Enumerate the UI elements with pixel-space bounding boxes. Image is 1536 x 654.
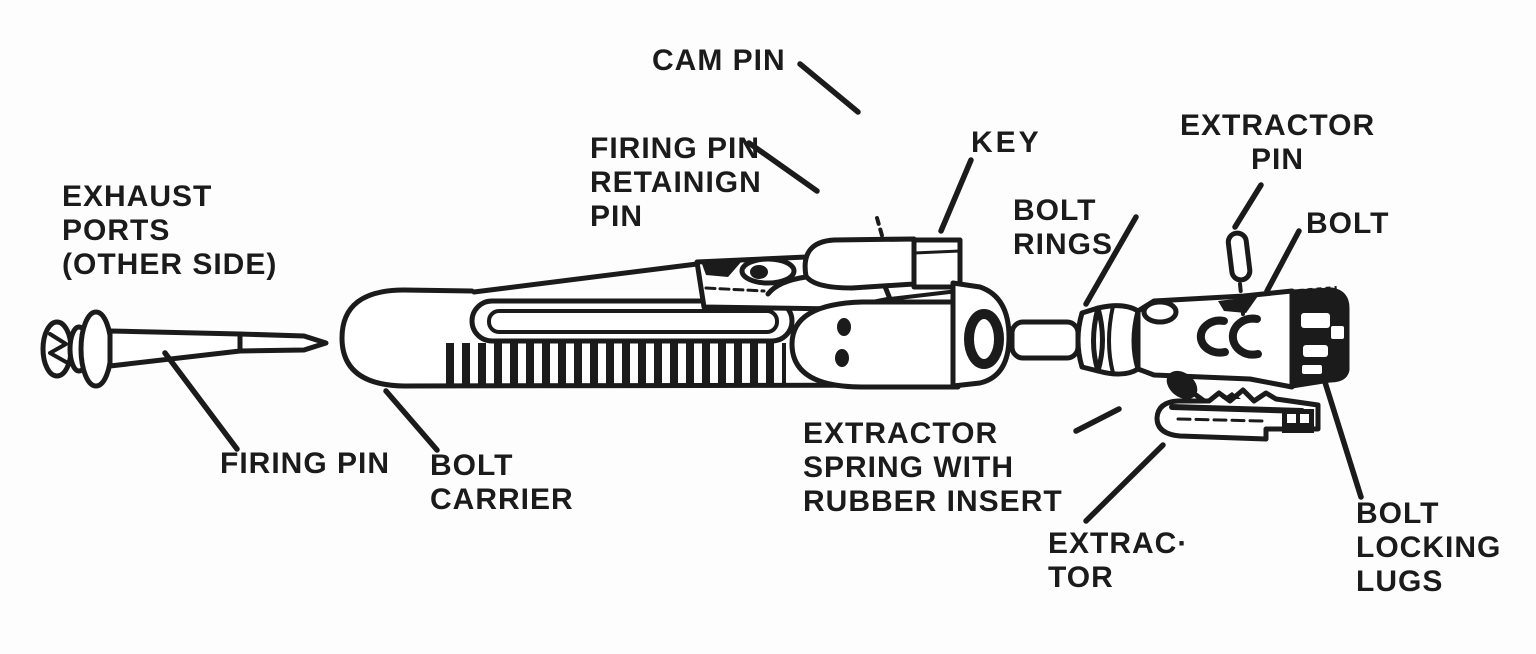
leader-key (938, 157, 974, 234)
bolt-rings-drawing (1075, 303, 1141, 377)
leader-bolt-rings (1083, 214, 1139, 307)
leader-bolt-carrier (383, 388, 440, 453)
leader-cam-pin-dashed (875, 216, 885, 241)
bolt-carrier-drawing (339, 236, 1012, 390)
leader-cam-pin (797, 61, 861, 115)
leader-extractor-pin (1232, 182, 1264, 230)
leader-extractor-pin-dashed (1238, 282, 1245, 316)
leader-firing-pin (162, 350, 240, 452)
extractor-spring-drawing (1166, 370, 1198, 400)
carrier-vent-hole (835, 349, 849, 367)
leader-firing-pin-retaining-pin (746, 140, 820, 194)
label-bolt-carrier: BOLT CARRIER (430, 449, 574, 516)
leader-bolt-locking-lugs (1321, 376, 1364, 500)
label-extractor-pin: EXTRACTOR PIN (1180, 109, 1376, 176)
label-cam-pin: CAM PIN (652, 44, 786, 77)
label-firing-pin: FIRING PIN (220, 447, 391, 480)
cam-pin-hole (1141, 299, 1179, 325)
leader-extractor (1083, 442, 1166, 524)
label-extractor-spring: EXTRACTOR SPRING WITH RUBBER INSERT (803, 417, 1063, 518)
leader-bolt (1264, 228, 1302, 294)
label-bolt-locking-lugs: BOLT LOCKING LUGS (1356, 497, 1502, 598)
extractor-pin-drawing (1225, 230, 1253, 283)
leader-extractor-spring (1073, 406, 1122, 434)
label-exhaust-ports: EXHAUST PORTS (OTHER SIDE) (62, 180, 278, 281)
label-key: KEY (971, 126, 1042, 159)
label-bolt: BOLT (1306, 207, 1390, 240)
bolt-locking-lugs-drawing (1290, 286, 1350, 389)
label-firing-pin-retaining-pin: FIRING PIN RETAINIGN PIN (590, 132, 762, 233)
firing-pin-drawing (40, 309, 329, 389)
extractor-drawing (1154, 370, 1321, 442)
bolt-drawing (1009, 286, 1350, 390)
carrier-vent-hole (837, 318, 851, 336)
label-bolt-rings: BOLT RINGS (1013, 194, 1114, 261)
carrier-key-drawing (765, 236, 963, 301)
label-extractor: EXTRAC· TOR (1048, 527, 1189, 594)
